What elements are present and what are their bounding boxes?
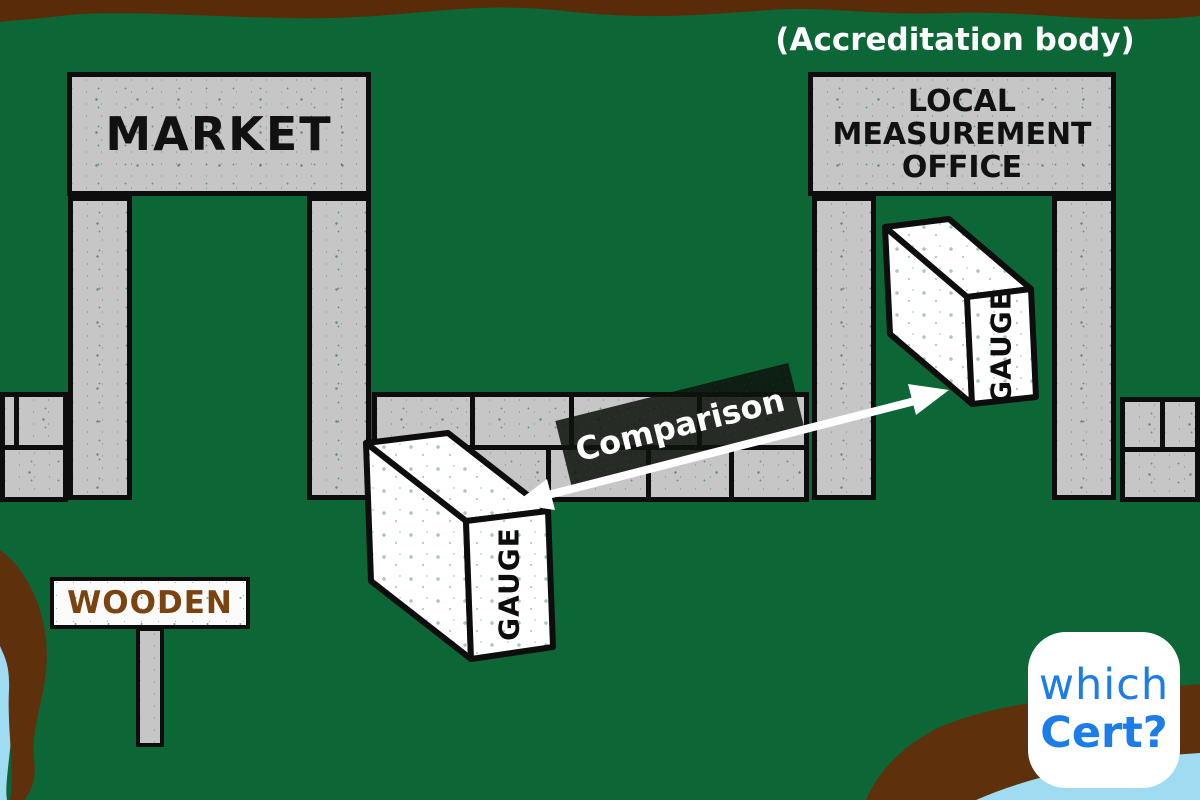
accreditation-body-label: (Accreditation body) — [775, 22, 1135, 58]
stone-block — [5, 397, 15, 445]
whichcert-logo: which Cert? — [1028, 632, 1180, 788]
market-gauge-end-face — [463, 508, 556, 662]
logo-which-text: which — [1038, 660, 1170, 710]
office-gate-title-line2: MEASUREMENT — [832, 116, 1092, 152]
office-gate-right-pillar — [1052, 196, 1116, 500]
stone-block — [1165, 402, 1195, 447]
wooden-sign-post — [136, 627, 164, 747]
wall-row — [5, 397, 63, 445]
stone-block — [1125, 452, 1195, 497]
office-gate-sign: LOCAL MEASUREMENT OFFICE — [808, 72, 1116, 196]
wall-row — [5, 449, 63, 497]
wooden-sign-board: WOODEN — [50, 577, 250, 629]
top-soil-band — [0, 0, 1200, 22]
stone-block — [1125, 402, 1161, 447]
arrow-head-right — [908, 384, 949, 415]
stone-block — [377, 397, 471, 445]
office-gate-title-line3: OFFICE — [901, 149, 1023, 185]
left-soil-band — [0, 550, 47, 800]
office-gate-title-line1: LOCAL — [908, 83, 1016, 119]
office-gate-left-pillar — [812, 196, 876, 500]
wooden-sign-label: WOODEN — [67, 585, 233, 621]
stone-block — [475, 397, 569, 445]
office-gauge-end-face — [964, 286, 1039, 407]
market-gate-right-pillar — [307, 196, 371, 500]
left-boundary-wall — [0, 392, 68, 502]
office-gauge-block — [882, 216, 1039, 407]
wall-row — [1125, 452, 1195, 497]
office-gauge-label: GAUGE — [985, 290, 1018, 404]
market-gate-sign: MARKET — [67, 72, 371, 196]
wall-row — [1125, 402, 1195, 447]
logo-cert-text: Cert? — [1040, 708, 1168, 758]
arrow-shaft — [547, 397, 916, 499]
stone-block — [5, 449, 63, 497]
right-boundary-wall — [1120, 397, 1200, 502]
market-gate-left-pillar — [68, 196, 132, 500]
arrow-head-left — [514, 479, 555, 510]
stone-block — [734, 449, 804, 497]
stone-block — [19, 397, 63, 445]
market-gate-title: MARKET — [105, 107, 333, 161]
market-gauge-block — [363, 430, 556, 662]
market-gauge-label: GAUGE — [493, 527, 526, 641]
